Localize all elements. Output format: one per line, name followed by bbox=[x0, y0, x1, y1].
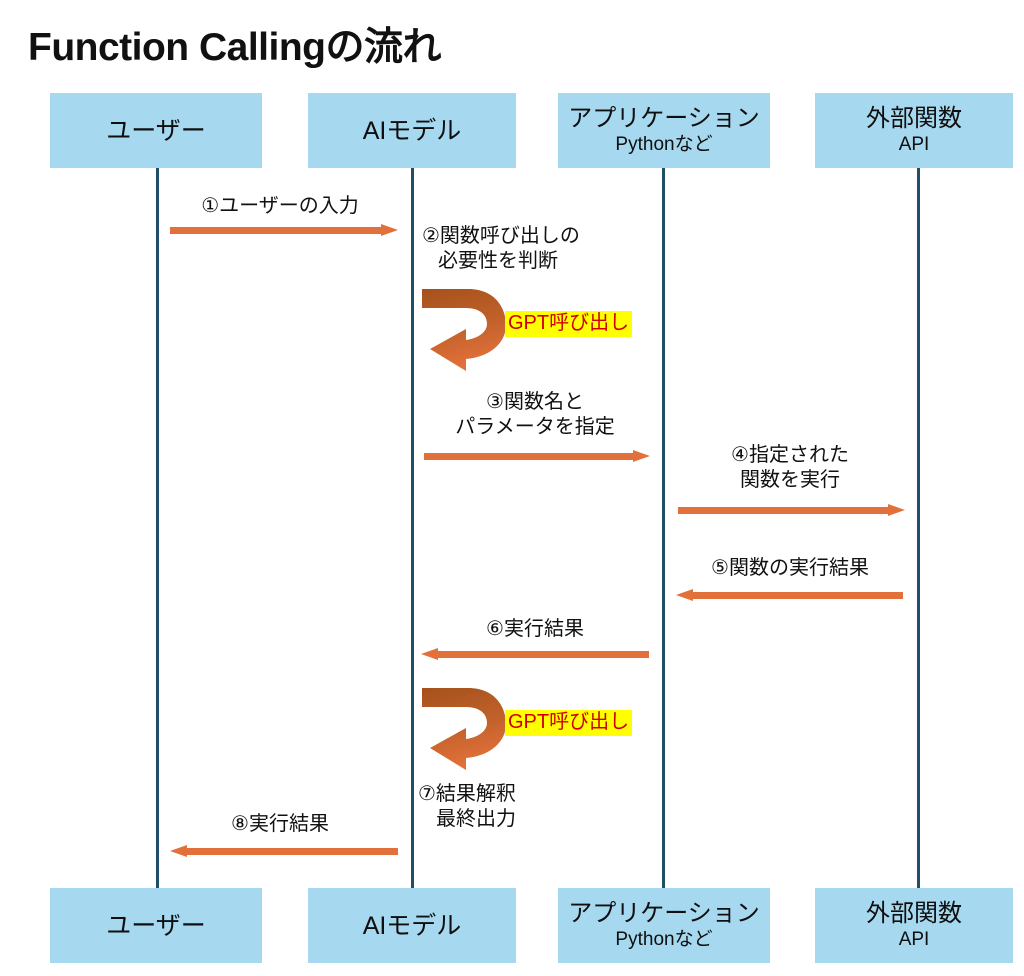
lifeline-user bbox=[156, 168, 159, 890]
note-label-7: ⑦結果解釈 最終出力 bbox=[418, 782, 516, 832]
actor-sublabel-app-top: Pythonなど bbox=[615, 133, 713, 155]
lifeline-api bbox=[917, 168, 920, 890]
note-label-2-line1: ②関数呼び出しの bbox=[422, 225, 580, 247]
message-label-3: ③関数名と パラメータを指定 bbox=[420, 390, 650, 440]
message-label-1: ①ユーザーの入力 bbox=[201, 195, 359, 217]
message-arrow-8 bbox=[170, 845, 398, 857]
message-label-4: ④指定された 関数を実行 bbox=[676, 443, 904, 493]
note-label-7-line2: 最終出力 bbox=[436, 808, 516, 830]
self-loop-arrow-2 bbox=[416, 682, 508, 770]
actor-label-api-top: 外部関数 bbox=[866, 104, 962, 132]
message-arrow-6 bbox=[421, 648, 649, 660]
actor-label-app-top: アプリケーション bbox=[568, 104, 760, 132]
actor-label-user-top: ユーザー bbox=[106, 116, 206, 145]
note-label-2: ②関数呼び出しの 必要性を判断 bbox=[422, 224, 580, 274]
note-label-7-line1: ⑦結果解釈 bbox=[418, 783, 516, 805]
actor-label-user-bottom: ユーザー bbox=[106, 911, 206, 940]
actor-box-app-bottom[interactable]: アプリケーション Pythonなど bbox=[558, 888, 770, 963]
actor-label-app-bottom: アプリケーション bbox=[568, 899, 760, 927]
actor-sublabel-api-top: API bbox=[898, 133, 930, 155]
message-arrow-5 bbox=[676, 589, 903, 601]
note-label-2-line2: 必要性を判断 bbox=[438, 250, 558, 272]
actor-box-user-bottom[interactable]: ユーザー bbox=[50, 888, 262, 963]
page-title: Function Callingの流れ bbox=[28, 26, 441, 69]
gpt-call-tag-1: GPT呼び出し bbox=[505, 311, 633, 337]
self-loop-arrow-1 bbox=[416, 283, 508, 371]
actor-box-app-top[interactable]: アプリケーション Pythonなど bbox=[558, 93, 770, 168]
actor-sublabel-app-bottom: Pythonなど bbox=[615, 928, 713, 950]
actor-sublabel-api-bottom: API bbox=[898, 928, 930, 950]
lifeline-app bbox=[662, 168, 665, 890]
actor-box-user-top[interactable]: ユーザー bbox=[50, 93, 262, 168]
actor-label-model-bottom: AIモデル bbox=[362, 911, 462, 940]
lifeline-model bbox=[411, 168, 414, 890]
actor-label-api-bottom: 外部関数 bbox=[866, 899, 962, 927]
actor-label-model-top: AIモデル bbox=[362, 116, 462, 145]
actor-box-api-bottom[interactable]: 外部関数 API bbox=[815, 888, 1013, 963]
message-label-4-line1: ④指定された bbox=[731, 444, 849, 466]
gpt-call-tag-2: GPT呼び出し bbox=[505, 710, 633, 736]
message-label-3-line2: パラメータを指定 bbox=[455, 416, 615, 438]
message-arrow-4 bbox=[678, 504, 905, 516]
actor-box-api-top[interactable]: 外部関数 API bbox=[815, 93, 1013, 168]
message-label-6: ⑥実行結果 bbox=[486, 618, 584, 640]
message-label-5: ⑤関数の実行結果 bbox=[711, 557, 869, 579]
actor-box-model-bottom[interactable]: AIモデル bbox=[308, 888, 516, 963]
message-arrow-3 bbox=[424, 450, 650, 462]
message-arrow-1 bbox=[170, 224, 398, 236]
message-label-4-line2: 関数を実行 bbox=[740, 469, 840, 491]
message-label-3-line1: ③関数名と bbox=[486, 391, 584, 413]
message-label-8: ⑧実行結果 bbox=[231, 813, 329, 835]
actor-box-model-top[interactable]: AIモデル bbox=[308, 93, 516, 168]
